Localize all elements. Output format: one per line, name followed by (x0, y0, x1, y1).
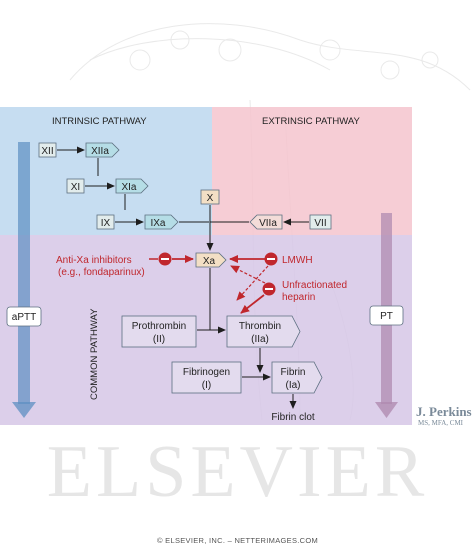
svg-text:Fibrin: Fibrin (280, 367, 305, 378)
fibrin-node: Fibrin (Ia) (271, 361, 323, 394)
svg-text:Xa: Xa (203, 256, 216, 267)
factor-viia: VIIa (249, 214, 283, 230)
intrinsic-region (0, 107, 212, 235)
svg-text:IXa: IXa (150, 218, 165, 229)
aptt-bar: aPTT (6, 142, 42, 418)
factor-xi: XI (66, 178, 85, 194)
svg-text:Fibrinogen: Fibrinogen (183, 367, 230, 378)
common-pathway-label: COMMON PATHWAY (89, 308, 100, 400)
anti-xa-label: Anti-Xa inhibitors (56, 255, 132, 266)
anti-xa-inhibit-icon (158, 252, 172, 266)
copyright-notice: © ELSEVIER, INC. – NETTERIMAGES.COM (156, 536, 319, 545)
factor-xia: XIa (115, 178, 149, 194)
svg-text:X: X (207, 193, 214, 204)
svg-text:Prothrombin: Prothrombin (132, 321, 186, 332)
pt-bar: PT (369, 213, 404, 418)
svg-text:VII: VII (314, 218, 326, 229)
aptt-label: aPTT (12, 312, 36, 323)
factor-xiia: XIIa (85, 142, 120, 158)
artist-credentials: MS, MFA, CMI (418, 419, 463, 427)
factor-xii: XII (38, 142, 57, 158)
factor-ix: IX (96, 214, 115, 230)
extrinsic-pathway-label: EXTRINSIC PATHWAY (262, 116, 360, 127)
ufh-inhibit-icon (262, 282, 276, 296)
svg-text:XIa: XIa (121, 182, 136, 193)
factor-ixa: IXa (144, 214, 179, 230)
svg-text:XIIa: XIIa (91, 146, 109, 157)
svg-text:(II): (II) (153, 334, 165, 345)
svg-text:IX: IX (101, 218, 111, 229)
thrombin-node: Thrombin (IIa) (226, 315, 301, 348)
svg-text:Thrombin: Thrombin (239, 321, 281, 332)
intrinsic-pathway-label: INTRINSIC PATHWAY (52, 116, 147, 127)
prothrombin-node: Prothrombin (II) (121, 315, 197, 348)
fibrinogen-node: Fibrinogen (I) (171, 361, 242, 394)
svg-text:(Ia): (Ia) (286, 380, 301, 391)
svg-text:XI: XI (71, 182, 80, 193)
lmwh-label: LMWH (282, 255, 313, 266)
fibrin-clot-label: Fibrin clot (271, 412, 315, 423)
publisher-watermark: ELSEVIER (46, 431, 429, 513)
svg-text:(IIa): (IIa) (251, 334, 269, 345)
extrinsic-region (212, 107, 412, 235)
factor-x: X (200, 189, 220, 205)
ufh-label-line2: heparin (282, 292, 315, 303)
svg-text:(I): (I) (202, 380, 211, 391)
svg-text:XII: XII (41, 146, 53, 157)
artist-signature: J. Perkins (416, 404, 472, 419)
factor-xa: Xa (195, 252, 227, 268)
factor-vii: VII (309, 214, 332, 230)
ufh-label: Unfractionated (282, 280, 347, 291)
lmwh-inhibit-icon (264, 252, 278, 266)
pt-label: PT (380, 311, 393, 322)
svg-text:VIIa: VIIa (259, 218, 277, 229)
anti-xa-example: (e.g., fondaparinux) (58, 267, 145, 278)
